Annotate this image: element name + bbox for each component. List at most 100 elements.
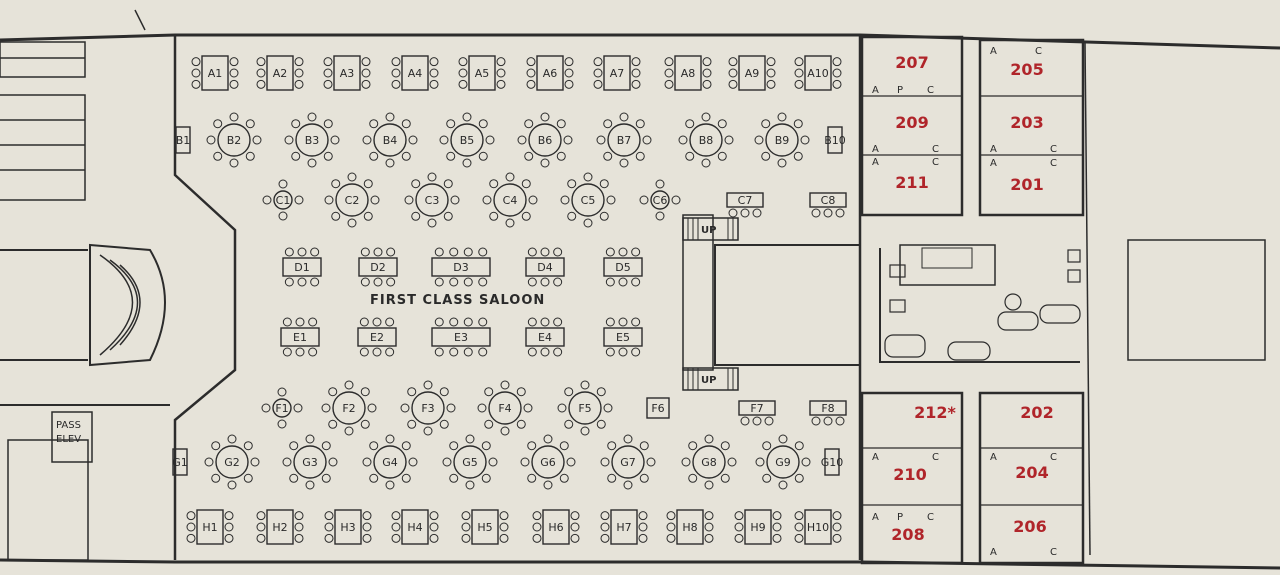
table-label: C3: [425, 194, 440, 207]
berth-label: P: [897, 512, 903, 523]
berth-label: C: [932, 144, 939, 155]
table-label: G3: [302, 456, 318, 469]
table-g4: G4: [362, 434, 418, 490]
table-label: H10: [807, 521, 829, 534]
table-label: H6: [548, 521, 563, 534]
table-c4: C4: [482, 172, 538, 228]
berth-label: C: [1050, 452, 1057, 463]
table-f1: F1: [261, 387, 303, 429]
table-b10: B10: [824, 126, 846, 154]
table-label: D2: [370, 261, 385, 274]
table-g3: G3: [282, 434, 338, 490]
berth-label: C: [1050, 144, 1057, 155]
table-label: G2: [224, 456, 240, 469]
cabin-212-star: 212*: [914, 403, 956, 422]
table-h3: H3: [324, 509, 372, 545]
table-label: F7: [750, 402, 763, 415]
table-label: B7: [617, 134, 632, 147]
table-a1: A1: [191, 55, 239, 91]
table-g5: G5: [442, 434, 498, 490]
table-a6: A6: [526, 55, 574, 91]
table-label: G10: [821, 456, 844, 469]
table-a8: A8: [664, 55, 712, 91]
table-label: B10: [824, 134, 846, 147]
table-label: C7: [738, 194, 753, 207]
table-d2: D2: [358, 247, 398, 287]
cabin-201: 201: [1010, 175, 1043, 194]
berth-label: A: [990, 452, 997, 463]
berth-label: A: [990, 547, 997, 558]
berth-label: A: [990, 144, 997, 155]
forward-stair-area: [0, 9, 170, 561]
table-label: C4: [503, 194, 518, 207]
table-label: F4: [498, 402, 511, 415]
table-label: F3: [421, 402, 434, 415]
berth-label: A: [872, 157, 879, 168]
cabin-207: 207: [895, 53, 928, 72]
table-e5: E5: [603, 317, 643, 357]
berth-label: A: [872, 144, 879, 155]
table-label: G7: [620, 456, 636, 469]
table-f3: F3: [400, 380, 456, 436]
table-c2: C2: [324, 172, 380, 228]
cabin-204: 204: [1015, 463, 1048, 482]
table-h5: H5: [461, 509, 509, 545]
table-g10: G10: [821, 448, 844, 476]
table-c6: C6: [639, 179, 681, 221]
table-h10: H10: [794, 509, 842, 545]
table-label: C2: [345, 194, 360, 207]
table-label: H5: [477, 521, 492, 534]
hull-outline: [0, 33, 1280, 570]
table-label: A2: [273, 67, 288, 80]
stairs-up-label-1: UP: [701, 225, 716, 236]
table-label: F8: [821, 402, 834, 415]
table-b5: B5: [439, 112, 495, 168]
table-a3: A3: [323, 55, 371, 91]
berth-label: C: [1050, 547, 1057, 558]
cabin-211: 211: [895, 173, 928, 192]
table-c8: C8: [809, 192, 847, 218]
table-label: F2: [342, 402, 355, 415]
table-label: H4: [407, 521, 422, 534]
table-f4: F4: [477, 380, 533, 436]
table-e2: E2: [357, 317, 397, 357]
saloon-label: FIRST CLASS SALOON: [370, 293, 545, 308]
washroom-area: [879, 239, 1266, 363]
table-label: G1: [172, 456, 188, 469]
table-label: A3: [340, 67, 355, 80]
table-label: H7: [616, 521, 631, 534]
cabin-203: 203: [1010, 113, 1043, 132]
table-label: H1: [202, 521, 217, 534]
table-label: A1: [208, 67, 223, 80]
table-label: F6: [651, 402, 664, 415]
table-h9: H9: [734, 509, 782, 545]
table-label: A10: [807, 67, 829, 80]
berth-label: C: [932, 157, 939, 168]
table-d3: D3: [431, 247, 491, 287]
table-label: B8: [699, 134, 714, 147]
berth-label: C: [927, 85, 934, 96]
berth-label: A: [872, 85, 879, 96]
table-a7: A7: [593, 55, 641, 91]
table-b6: B6: [517, 112, 573, 168]
table-label: H8: [682, 521, 697, 534]
table-label: G6: [540, 456, 556, 469]
elevator-label-2: ELEV: [56, 434, 81, 445]
table-f5: F5: [557, 380, 613, 436]
berth-label: C: [1035, 46, 1042, 57]
table-label: F5: [578, 402, 591, 415]
table-label: D3: [453, 261, 468, 274]
cabin-208: 208: [891, 525, 924, 544]
elevator-label-1: PASS: [56, 420, 81, 431]
table-label: C6: [653, 194, 668, 207]
table-label: C8: [821, 194, 836, 207]
berth-label: C: [1050, 158, 1057, 169]
berth-label: A: [990, 158, 997, 169]
cabin-202: 202: [1020, 403, 1053, 422]
table-label: B2: [227, 134, 242, 147]
table-label: B1: [176, 134, 191, 147]
cabin-206: 206: [1013, 517, 1046, 536]
table-a2: A2: [256, 55, 304, 91]
